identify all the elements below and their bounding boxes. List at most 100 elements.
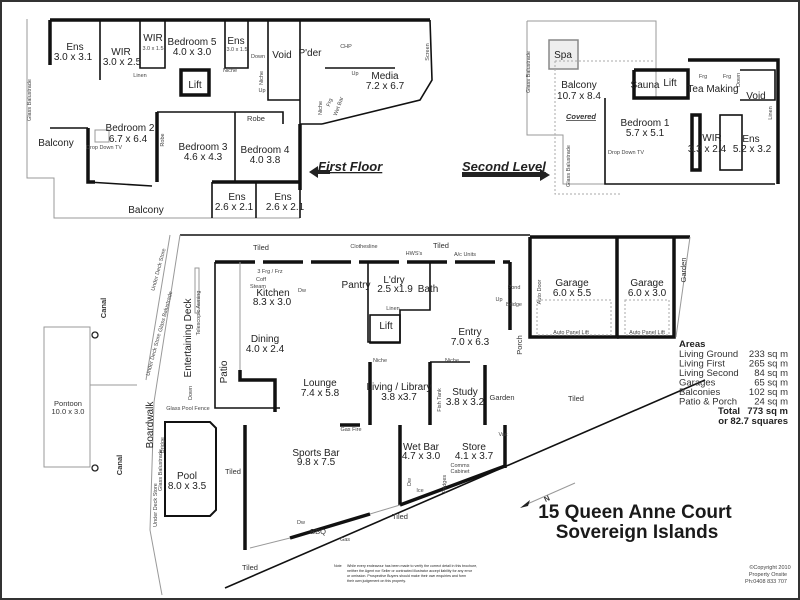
room-name: Ens <box>742 134 759 145</box>
area-value: 84 sq m <box>754 368 788 379</box>
auto-panel-lift-label: Auto Panel Lift <box>629 330 665 336</box>
dishwasher-label: Dw <box>298 288 306 294</box>
room-size: 6.0 x 5.5 <box>553 288 592 299</box>
tiled-label: Tiled <box>225 467 241 476</box>
canal-label: Canal <box>115 455 124 475</box>
room-name: Dining <box>251 334 279 345</box>
gas-fire-label: Gas Fire <box>340 427 361 433</box>
tiled-label: Tiled <box>433 241 449 250</box>
second-level-labels: Spa Balcony 10.7 x 8.4 Covered Bedroom 1… <box>462 50 774 187</box>
covered-label: Covered <box>566 112 596 121</box>
area-label: Living First <box>679 359 725 370</box>
glass-balustrade-label: Glass Balustrade <box>27 79 33 121</box>
room-size: 3.8 x3.7 <box>381 392 417 403</box>
area-value: 65 sq m <box>754 378 788 389</box>
telescopic-awning-label: Telescopic Awning <box>196 291 202 336</box>
glass-balustrade-label: Glass Balustrade <box>566 145 572 187</box>
room-name: Bedroom 3 <box>179 142 228 153</box>
room-size: 3.0 x 3.1 <box>54 52 93 63</box>
room-size: 4.7 x 3.0 <box>402 451 441 462</box>
dishwasher-label: Dw <box>407 478 413 486</box>
room-size: 8.3 x 3.0 <box>253 297 292 308</box>
chp-label: CHP <box>340 44 352 50</box>
bbq-label: BBQ <box>310 527 326 536</box>
room-name: Entry <box>458 327 481 338</box>
drop-down-tv-label: Drop Down TV <box>608 150 644 156</box>
disclaimer-note: Note While every endeavour has been made… <box>334 564 477 583</box>
fridge-freezer-label: 3 Frg / Frz <box>257 269 283 275</box>
balcony-label: Balcony <box>38 138 74 149</box>
room-size: 7.0 x 6.3 <box>451 337 490 348</box>
room-name: Bedroom 1 <box>621 118 670 129</box>
ac-units-label: A/c Units <box>454 252 476 258</box>
niche-label: Niche <box>318 101 324 115</box>
room-name: L'dry <box>383 275 404 286</box>
fish-tank-label: Fish Tank <box>437 388 443 412</box>
vac-label: Vac <box>498 432 507 438</box>
screen-label: Screen <box>425 43 431 60</box>
room-size: 3.0 x 1.5 <box>142 46 163 52</box>
area-value: 102 sq m <box>749 387 788 398</box>
note-line: While every endeavour has been made to v… <box>347 564 477 568</box>
first-floor-heading: First Floor <box>318 159 383 174</box>
robe-label: Robe <box>160 133 166 146</box>
dishwasher-label: Dw <box>297 520 305 526</box>
room-size: 3.0 x 1.5 <box>226 47 247 53</box>
first-floor-labels: Ens 3.0 x 3.1 WIR 3.0 x 2.5 WIR 3.0 x 1.… <box>27 33 431 216</box>
drop-down-tv-label: Drop Down TV <box>86 145 122 151</box>
fridge-label: Frg <box>326 98 334 108</box>
niche-label: Niche <box>259 71 265 85</box>
total-label: Total <box>718 406 740 417</box>
second-level-heading: Second Level <box>462 159 546 174</box>
bath-label: Bath <box>418 284 439 295</box>
lift-label: Lift <box>663 78 677 89</box>
room-name: Bedroom 2 <box>106 123 155 134</box>
area-value: 24 sq m <box>754 397 788 408</box>
up-label: Up <box>495 297 502 303</box>
room-name: Ens <box>66 42 83 53</box>
room-name: Sports Bar <box>292 448 340 459</box>
tiled-label: Tiled <box>242 563 258 572</box>
room-name: WIR <box>702 133 721 144</box>
room-size: 6.7 x 6.4 <box>109 134 148 145</box>
room-size: 3.8 x 3.2 <box>446 397 485 408</box>
room-name: Wet Bar <box>403 442 440 453</box>
room-size: 4.0 3.8 <box>250 155 281 166</box>
garden-label: Garden <box>489 393 514 402</box>
area-label: Living Ground <box>679 349 738 360</box>
room-size: 2.5 x1.9 <box>377 284 413 295</box>
bridge-label: Bridge <box>160 437 166 453</box>
note-line: their own judgement on this property. <box>347 579 406 583</box>
sauna-label: Sauna <box>631 80 660 91</box>
room-name: Garage <box>630 278 664 289</box>
room-name: WIR <box>111 47 130 58</box>
porch-label: Porch <box>515 335 524 355</box>
note-label: Note <box>334 564 342 568</box>
copyright-line: Property Onsite <box>749 572 787 578</box>
balcony-label: Balcony <box>128 205 164 216</box>
room-size: 9.8 x 7.5 <box>297 457 336 468</box>
gas-label: Gas <box>340 537 350 543</box>
room-size: 6.0 x 3.0 <box>628 288 667 299</box>
niche-label: Niche <box>223 68 237 74</box>
room-size: 2.6 x 2.1 <box>266 202 305 213</box>
total-value: 773 sq m <box>747 406 788 417</box>
room-name: Bedroom 4 <box>241 145 290 156</box>
area-label: Garages <box>679 378 716 389</box>
glass-balustrade-label: Glass Balustrade <box>526 51 532 93</box>
room-name: WIR <box>143 33 162 44</box>
note-line: neither the Agent nor Seller or contract… <box>347 569 473 573</box>
room-name: Ens <box>274 192 291 203</box>
room-name: Store <box>462 442 486 453</box>
up-label: Up <box>351 71 358 77</box>
copyright-line: ©Copyright 2010 <box>749 564 790 571</box>
spa-label: Spa <box>554 50 572 61</box>
areas-table: Areas Living Ground 233 sq m Living Firs… <box>679 339 788 427</box>
auto-door-label: Auto Door <box>537 279 543 304</box>
garden-label: Garden <box>679 257 688 282</box>
area-value: 265 sq m <box>749 359 788 370</box>
room-name: Media <box>371 71 399 82</box>
area-label: Patio & Porch <box>679 397 737 408</box>
lift-label: Lift <box>188 80 202 91</box>
